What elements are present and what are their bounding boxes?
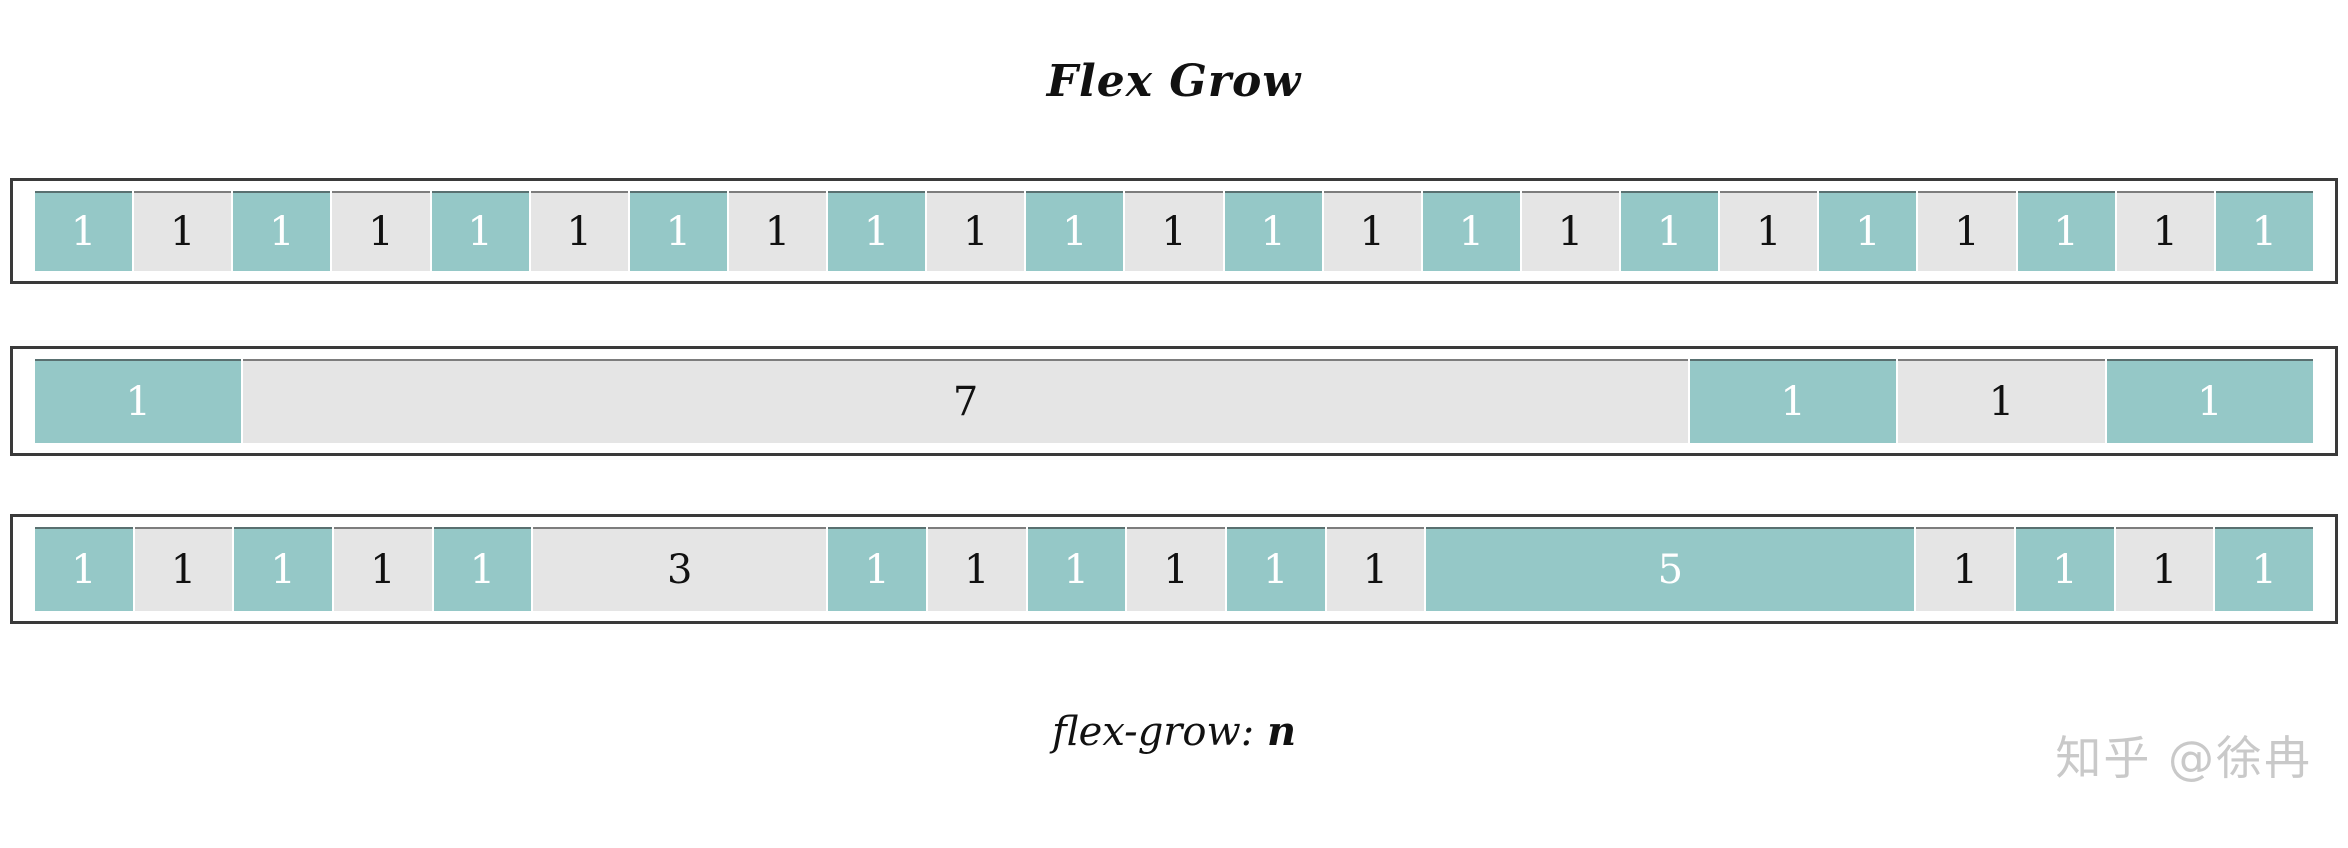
flex-item: 1 <box>2215 527 2314 611</box>
flex-item: 1 <box>234 527 332 611</box>
flex-item: 1 <box>629 191 727 271</box>
flex-item: 1 <box>1127 527 1225 611</box>
flex-item: 1 <box>333 527 432 611</box>
flex-item: 1 <box>1720 191 1818 271</box>
flex-item: 1 <box>1898 359 2105 443</box>
flex-item: 1 <box>828 527 926 611</box>
page-title: Flex Grow <box>1046 56 1302 107</box>
flex-item: 1 <box>1125 191 1223 271</box>
flex-item: 1 <box>332 191 430 271</box>
flex-item: 1 <box>1224 191 1322 271</box>
caption-property: flex-grow: <box>1051 709 1255 755</box>
flex-item: 1 <box>927 527 1026 611</box>
flex-item: 1 <box>1819 191 1917 271</box>
caption: flex-grow: n <box>0 708 2348 755</box>
flex-item: 1 <box>35 527 133 611</box>
flex-item: 1 <box>431 191 529 271</box>
flex-item: 1 <box>2116 191 2214 271</box>
flex-item: 1 <box>728 191 826 271</box>
flex-item: 1 <box>2215 191 2313 271</box>
flex-item: 1 <box>1226 527 1325 611</box>
flex-item: 1 <box>828 191 926 271</box>
flex-item: 1 <box>134 527 233 611</box>
flex-item: 1 <box>530 191 628 271</box>
flex-item: 1 <box>2017 191 2115 271</box>
flex-item: 1 <box>1027 527 1126 611</box>
watermark: 知乎 @徐冉 <box>2055 731 2312 785</box>
flex-item: 1 <box>1422 191 1520 271</box>
flex-item: 1 <box>2106 359 2313 443</box>
flex-item: 1 <box>134 191 232 271</box>
flex-item: 1 <box>1916 527 2015 611</box>
flex-item: 3 <box>533 527 827 611</box>
flex-item: 1 <box>2016 527 2114 611</box>
caption-value: n <box>1266 708 1297 755</box>
flex-item: 1 <box>1689 359 1897 443</box>
flex-item: 1 <box>2115 527 2214 611</box>
flex-item: 1 <box>1326 527 1425 611</box>
flex-item: 1 <box>1521 191 1619 271</box>
flex-item: 1 <box>1323 191 1421 271</box>
flex-item: 1 <box>1918 191 2016 271</box>
flex-item: 1 <box>433 527 532 611</box>
flex-item: 7 <box>243 359 1688 443</box>
flex-item: 1 <box>927 191 1025 271</box>
flex-item: 1 <box>233 191 331 271</box>
flex-item: 1 <box>35 191 133 271</box>
flex-item: 1 <box>35 359 242 443</box>
flex-item: 5 <box>1426 527 1915 611</box>
flex-item: 1 <box>1026 191 1124 271</box>
flex-item: 1 <box>1621 191 1719 271</box>
